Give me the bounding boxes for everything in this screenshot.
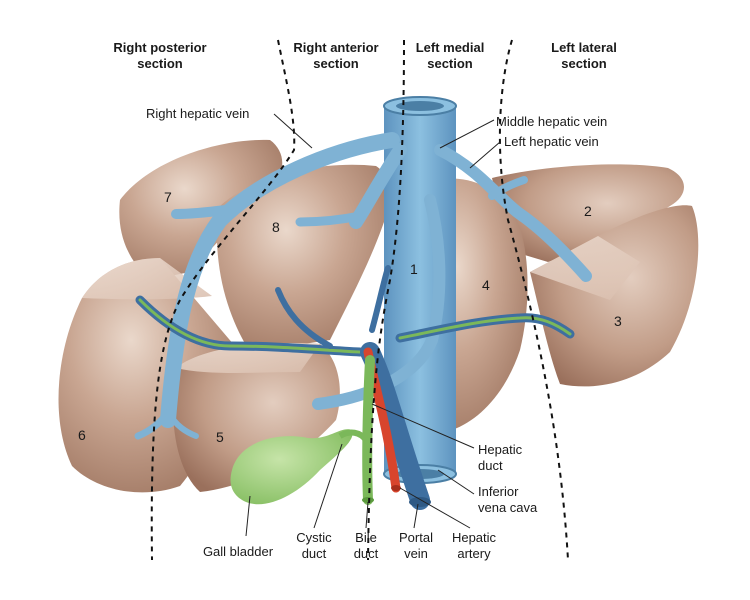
segment-label-8: 8 <box>272 219 280 235</box>
leader-right-hepatic-vein <box>273 113 313 149</box>
gall-bladder <box>230 429 369 505</box>
segment-numbers: 1 2 3 4 5 6 7 8 <box>78 189 622 445</box>
label-gall-bladder: Gall bladder <box>203 544 274 559</box>
header-right-posterior: Right posterior <box>113 40 206 55</box>
leader-inferior-vena-cava <box>437 469 475 495</box>
header-left-lateral: Left lateral <box>551 40 617 55</box>
right-portal-branch-bile <box>138 298 362 354</box>
header-left-medial: Left medial <box>416 40 485 55</box>
leader-hepatic-artery <box>399 487 471 529</box>
right-hepatic-vein-branch-7 <box>171 205 231 219</box>
divider-right-anterior-left-medial <box>367 39 405 561</box>
leader-middle-hepatic-vein <box>439 119 495 149</box>
liver-segment-5-block <box>173 343 340 492</box>
leader-left-hepatic-vein <box>469 141 501 169</box>
leader-portal-vein <box>413 503 419 529</box>
label-bile-duct-2: duct <box>354 546 379 561</box>
bile-duct <box>362 355 375 505</box>
leader-lines <box>245 113 501 537</box>
liver-segment-8-block <box>216 164 391 352</box>
label-portal-vein-2: vein <box>404 546 428 561</box>
left-portal-branch-bile <box>398 316 572 340</box>
left-hepatic-vein-branch <box>488 176 528 200</box>
section-dividers <box>150 39 569 561</box>
cystic-duct <box>338 429 369 442</box>
label-hepatic-duct: Hepatic <box>478 442 523 457</box>
leader-hepatic-duct <box>371 403 475 449</box>
label-bile-duct: Bile <box>355 530 377 545</box>
label-hepatic-artery: Hepatic <box>452 530 497 545</box>
label-portal-vein: Portal <box>399 530 433 545</box>
header-right-posterior-2: section <box>137 56 183 71</box>
portal-branch-up-8 <box>275 287 333 349</box>
header-left-medial-2: section <box>427 56 473 71</box>
portal-triad-branches <box>135 265 575 357</box>
segment-label-5: 5 <box>216 429 224 445</box>
leader-bile-duct <box>365 501 369 529</box>
segment-label-3: 3 <box>614 313 622 329</box>
segment-label-6: 6 <box>78 427 86 443</box>
middle-hepatic-vein-branch <box>295 211 365 227</box>
divider-right-posterior-anterior <box>150 39 296 561</box>
divider-left-medial-lateral <box>498 39 569 561</box>
liver-segment-6-cut <box>82 258 212 300</box>
hilar-structures <box>360 342 431 510</box>
right-hepatic-vein-trunk <box>160 132 400 428</box>
label-cystic-duct: Cystic <box>296 530 332 545</box>
segment-label-2: 2 <box>584 203 592 219</box>
label-left-hepatic-vein: Left hepatic vein <box>504 134 599 149</box>
left-hepatic-vein-trunk <box>434 144 592 282</box>
header-right-anterior: Right anterior <box>293 40 378 55</box>
label-hepatic-duct-2: duct <box>478 458 503 473</box>
header-left-lateral-2: section <box>561 56 607 71</box>
section-headers: Right posterior section Right anterior s… <box>113 40 616 71</box>
label-inferior-vena-cava-2: vena cava <box>478 500 538 515</box>
portal-branch-up-1 <box>369 265 391 333</box>
leader-cystic-duct <box>313 443 343 529</box>
label-inferior-vena-cava: Inferior <box>478 484 519 499</box>
segment-label-4: 4 <box>482 277 490 293</box>
leader-gall-bladder <box>245 495 251 537</box>
label-right-hepatic-vein: Right hepatic vein <box>146 106 249 121</box>
right-hepatic-vein-branch-5 <box>165 409 199 439</box>
label-hepatic-artery-2: artery <box>457 546 491 561</box>
segment-label-7: 7 <box>164 189 172 205</box>
segment-label-1: 1 <box>410 261 418 277</box>
header-right-anterior-2: section <box>313 56 359 71</box>
label-middle-hepatic-vein: Middle hepatic vein <box>496 114 607 129</box>
structure-labels: Right hepatic vein Middle hepatic vein L… <box>146 106 607 561</box>
label-cystic-duct-2: duct <box>302 546 327 561</box>
